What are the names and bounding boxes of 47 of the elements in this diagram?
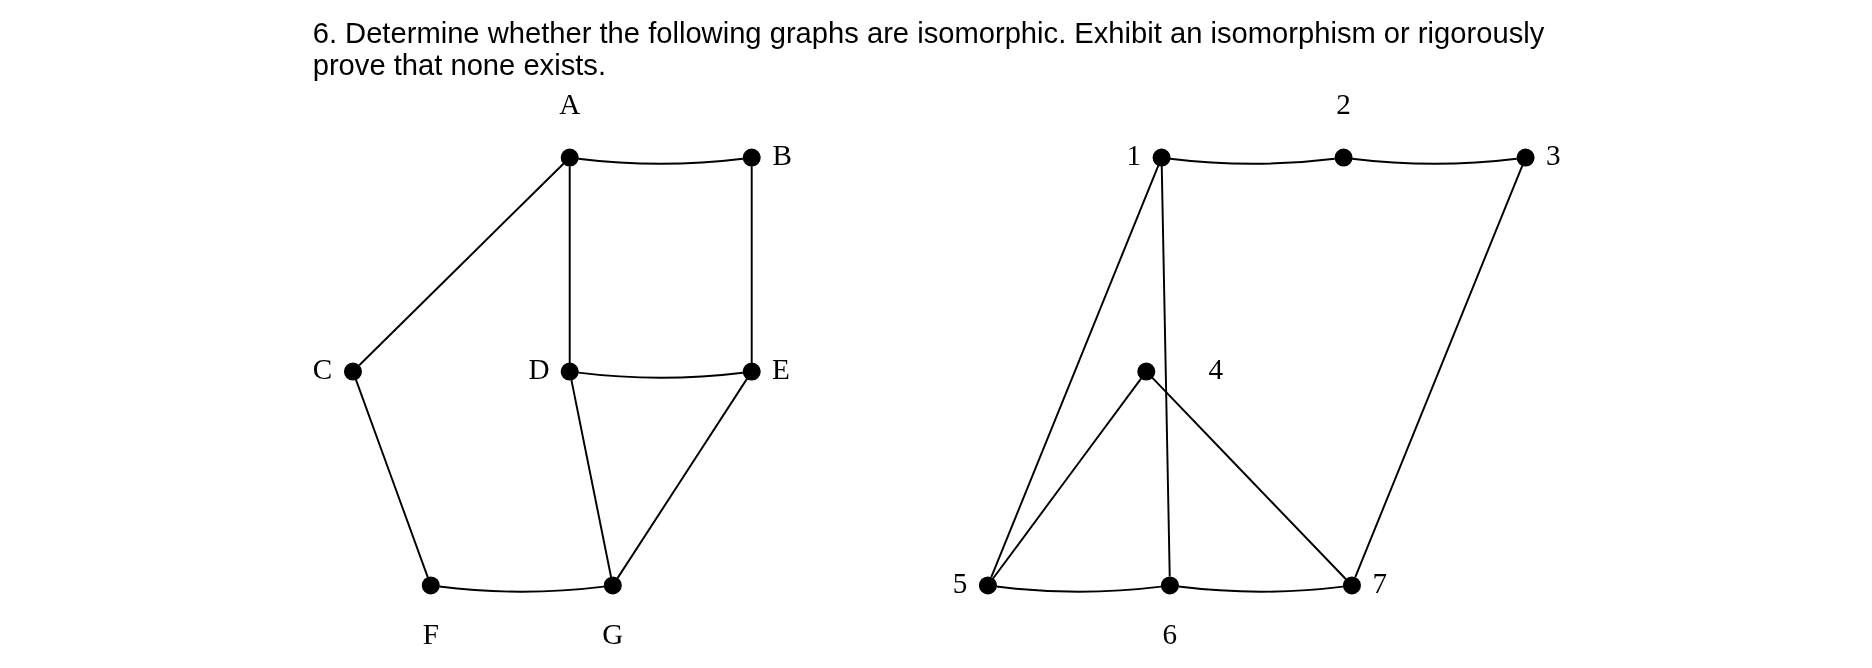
node-circle xyxy=(1136,362,1155,381)
node-circle xyxy=(560,148,579,167)
connector xyxy=(354,378,429,579)
connector xyxy=(1176,585,1344,593)
connector xyxy=(1353,164,1523,579)
node-circle xyxy=(1334,148,1353,167)
node-label: A xyxy=(558,87,580,120)
node-circle xyxy=(1152,148,1171,167)
connector xyxy=(750,165,753,364)
node-label: 7 xyxy=(1371,566,1387,599)
node-circle xyxy=(1516,148,1535,167)
connector xyxy=(1350,157,1518,165)
node-circle xyxy=(560,362,579,381)
node-circle xyxy=(978,576,997,595)
node-circle xyxy=(343,362,362,381)
connector xyxy=(568,165,571,364)
connector xyxy=(994,585,1162,593)
connector xyxy=(576,371,744,379)
connector xyxy=(1160,165,1171,578)
node-label: C xyxy=(312,352,332,385)
connector xyxy=(437,585,605,593)
node-label: 1 xyxy=(1126,138,1141,171)
node-label: 3 xyxy=(1545,138,1561,171)
node-circle xyxy=(603,576,622,595)
node-label: 2 xyxy=(1335,87,1351,120)
node-circle xyxy=(742,362,761,381)
connector xyxy=(576,157,744,165)
node-label: 4 xyxy=(1207,352,1223,385)
connector xyxy=(569,379,612,578)
node-label: 5 xyxy=(952,566,967,599)
connector xyxy=(616,377,748,580)
connector xyxy=(1150,376,1347,581)
connector xyxy=(357,162,564,367)
diagram-title: 6. Determine whether the following graphs are isomorphic. Exhibit an isomorphism or rigorously prove that none exists. xyxy=(312,16,1544,81)
connector xyxy=(989,164,1159,579)
node-label: E xyxy=(771,352,790,385)
node-label: G xyxy=(601,618,623,651)
connector xyxy=(1168,157,1336,165)
node-label: B xyxy=(772,138,792,171)
node-label: 6 xyxy=(1162,618,1177,651)
node-label: D xyxy=(528,352,550,385)
node-circle xyxy=(421,576,440,595)
connector xyxy=(991,377,1142,580)
node-circle xyxy=(1342,576,1361,595)
node-label: F xyxy=(422,618,439,651)
node-circle xyxy=(1160,576,1179,595)
node-circle xyxy=(742,148,761,167)
